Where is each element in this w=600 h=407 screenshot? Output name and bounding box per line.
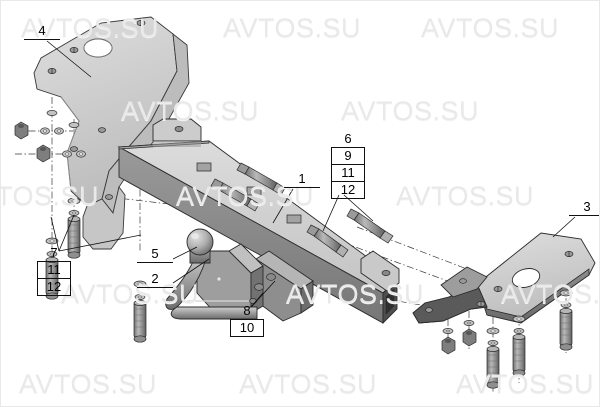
callout-number: 12 — [331, 182, 365, 199]
callout-number: 3 — [569, 199, 599, 216]
callout-number: 6 — [331, 131, 365, 148]
callout-group-7-11-12: 7 11 12 — [37, 245, 71, 296]
part-3-right-plate — [412, 232, 596, 324]
callout-number: 9 — [331, 148, 365, 165]
hardware-right — [441, 289, 573, 389]
bolt — [45, 216, 147, 343]
callout-part-5: 5 — [137, 246, 173, 263]
callout-number: 2 — [137, 271, 173, 288]
callout-number: 4 — [24, 23, 60, 40]
callout-part-2: 2 — [137, 271, 173, 288]
hardware-left — [14, 110, 147, 343]
callout-number: 10 — [230, 320, 264, 337]
callout-number: 8 — [230, 303, 264, 320]
part-2-ball-mount — [165, 228, 276, 320]
callout-part-3: 3 — [569, 199, 599, 216]
callout-number: 5 — [137, 246, 173, 263]
callout-group-8-10: 8 10 — [230, 303, 264, 337]
part-1-cross-beam — [117, 118, 400, 325]
callout-number: 12 — [37, 279, 71, 296]
callout-part-1: 1 — [284, 171, 320, 188]
callout-number: 11 — [331, 165, 365, 182]
leader-lines — [46, 40, 576, 308]
part-5-tow-ball — [186, 228, 214, 256]
hardware-beam-bolts — [210, 162, 394, 258]
callout-part-4: 4 — [24, 23, 60, 40]
callout-number: 11 — [37, 262, 71, 279]
callout-number: 1 — [284, 171, 320, 188]
callout-number: 7 — [37, 245, 71, 262]
callout-group-6-9-11-12: 6 9 11 12 — [331, 131, 365, 199]
